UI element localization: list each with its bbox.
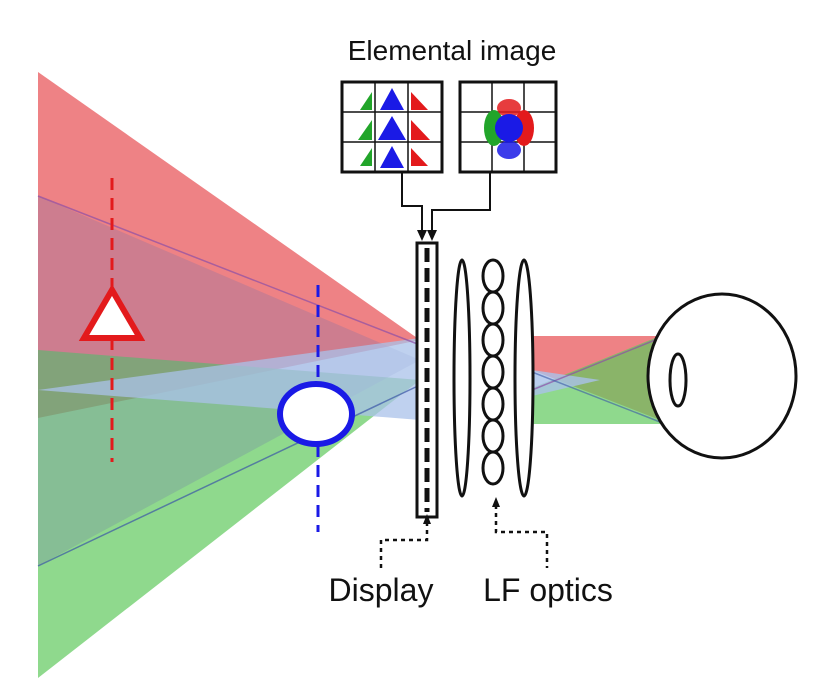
lenslet-7: [481, 450, 505, 486]
lf-optics-label: LF optics: [483, 572, 613, 608]
triangle-icon: [78, 284, 146, 341]
blue-beam-to-eye: [532, 370, 600, 396]
eyeball: [646, 292, 798, 460]
elemental-image-left: [340, 80, 444, 174]
lenslet-5: [481, 386, 505, 422]
arrow-left: [401, 172, 423, 232]
right-lens: [513, 258, 535, 498]
lf-optics: [452, 258, 535, 498]
left-lens: [452, 258, 472, 498]
display-leader: [379, 522, 429, 568]
eye-lens: [668, 352, 688, 408]
circle-icon: [277, 381, 355, 447]
lenslet-3: [481, 322, 505, 358]
display-panel: [415, 241, 439, 519]
lenslet-1: [481, 258, 505, 294]
lenslet-4: [481, 354, 505, 390]
eye-icon: [646, 292, 798, 460]
triangle-object: [78, 178, 146, 462]
blue-ray-bottom: [37, 384, 421, 567]
label-leaders: [379, 505, 549, 568]
purple-beam-line: [531, 337, 661, 391]
circle-object: [277, 285, 355, 532]
blue-beam-line: [531, 371, 661, 423]
lenslet-2: [481, 290, 505, 326]
arrow-right: [431, 172, 491, 232]
purple-ray-top: [37, 195, 421, 346]
elemental-image-label: Elemental image: [348, 35, 557, 66]
elemental-image-arrows: [401, 172, 491, 241]
lenslet-6: [481, 418, 505, 454]
elemental-image-right: [458, 80, 558, 174]
display-label: Display: [329, 572, 434, 608]
lf-optics-leader: [494, 505, 549, 568]
